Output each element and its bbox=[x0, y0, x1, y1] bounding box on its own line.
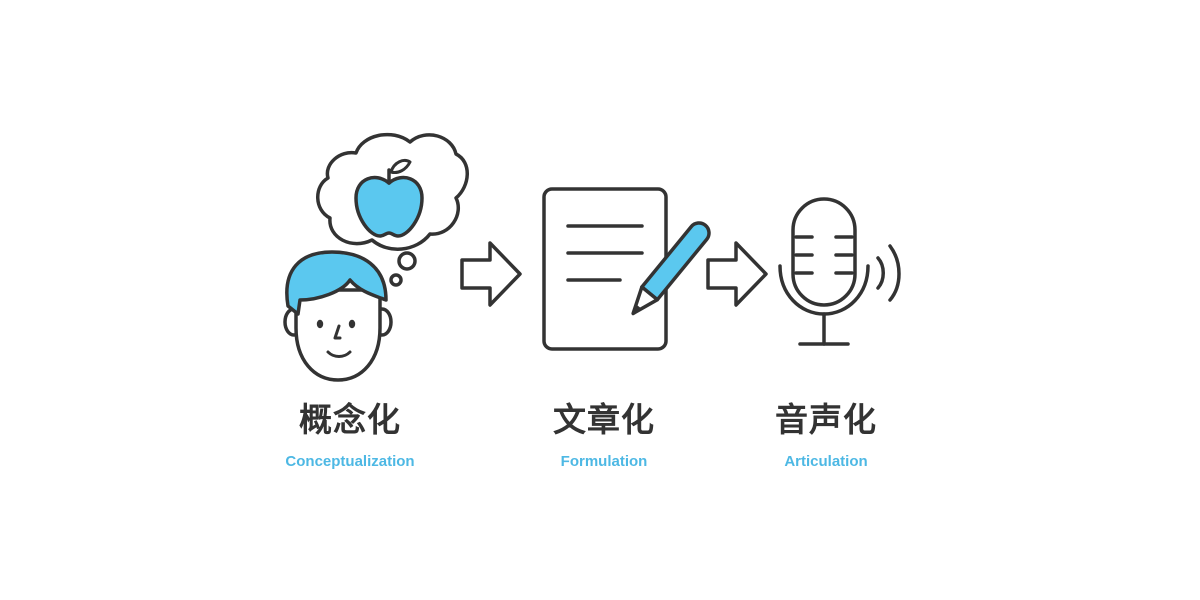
right-eye bbox=[348, 319, 356, 329]
stage-title-articulation: 音声化 bbox=[775, 400, 877, 439]
left-eye bbox=[316, 319, 324, 329]
thought-dot-small bbox=[389, 273, 403, 287]
sound-wave-outer bbox=[888, 244, 901, 302]
arrow-right-icon bbox=[460, 241, 522, 307]
document-sheet bbox=[542, 187, 668, 351]
microphone-icon bbox=[778, 197, 901, 346]
stage-subtitle-formulation: Formulation bbox=[560, 453, 648, 470]
person-head bbox=[283, 250, 393, 382]
sound-wave-inner bbox=[876, 256, 885, 290]
thought-dot-large bbox=[397, 251, 417, 271]
mic-capsule bbox=[791, 197, 857, 307]
hair bbox=[285, 250, 388, 316]
nose bbox=[333, 324, 342, 340]
pencil-icon bbox=[631, 221, 711, 316]
person-thinking-of-apple-icon bbox=[283, 132, 469, 382]
arrow-right-icon bbox=[706, 241, 768, 307]
document-with-pencil-icon bbox=[542, 187, 711, 351]
mouth bbox=[326, 350, 352, 358]
stage-subtitle-conceptualization: Conceptualization bbox=[285, 453, 415, 470]
stage-subtitle-articulation: Articulation bbox=[784, 453, 868, 470]
stage-title-conceptualization: 概念化 bbox=[299, 400, 401, 439]
apple-icon bbox=[354, 158, 424, 238]
stage-title-formulation: 文章化 bbox=[553, 400, 655, 439]
